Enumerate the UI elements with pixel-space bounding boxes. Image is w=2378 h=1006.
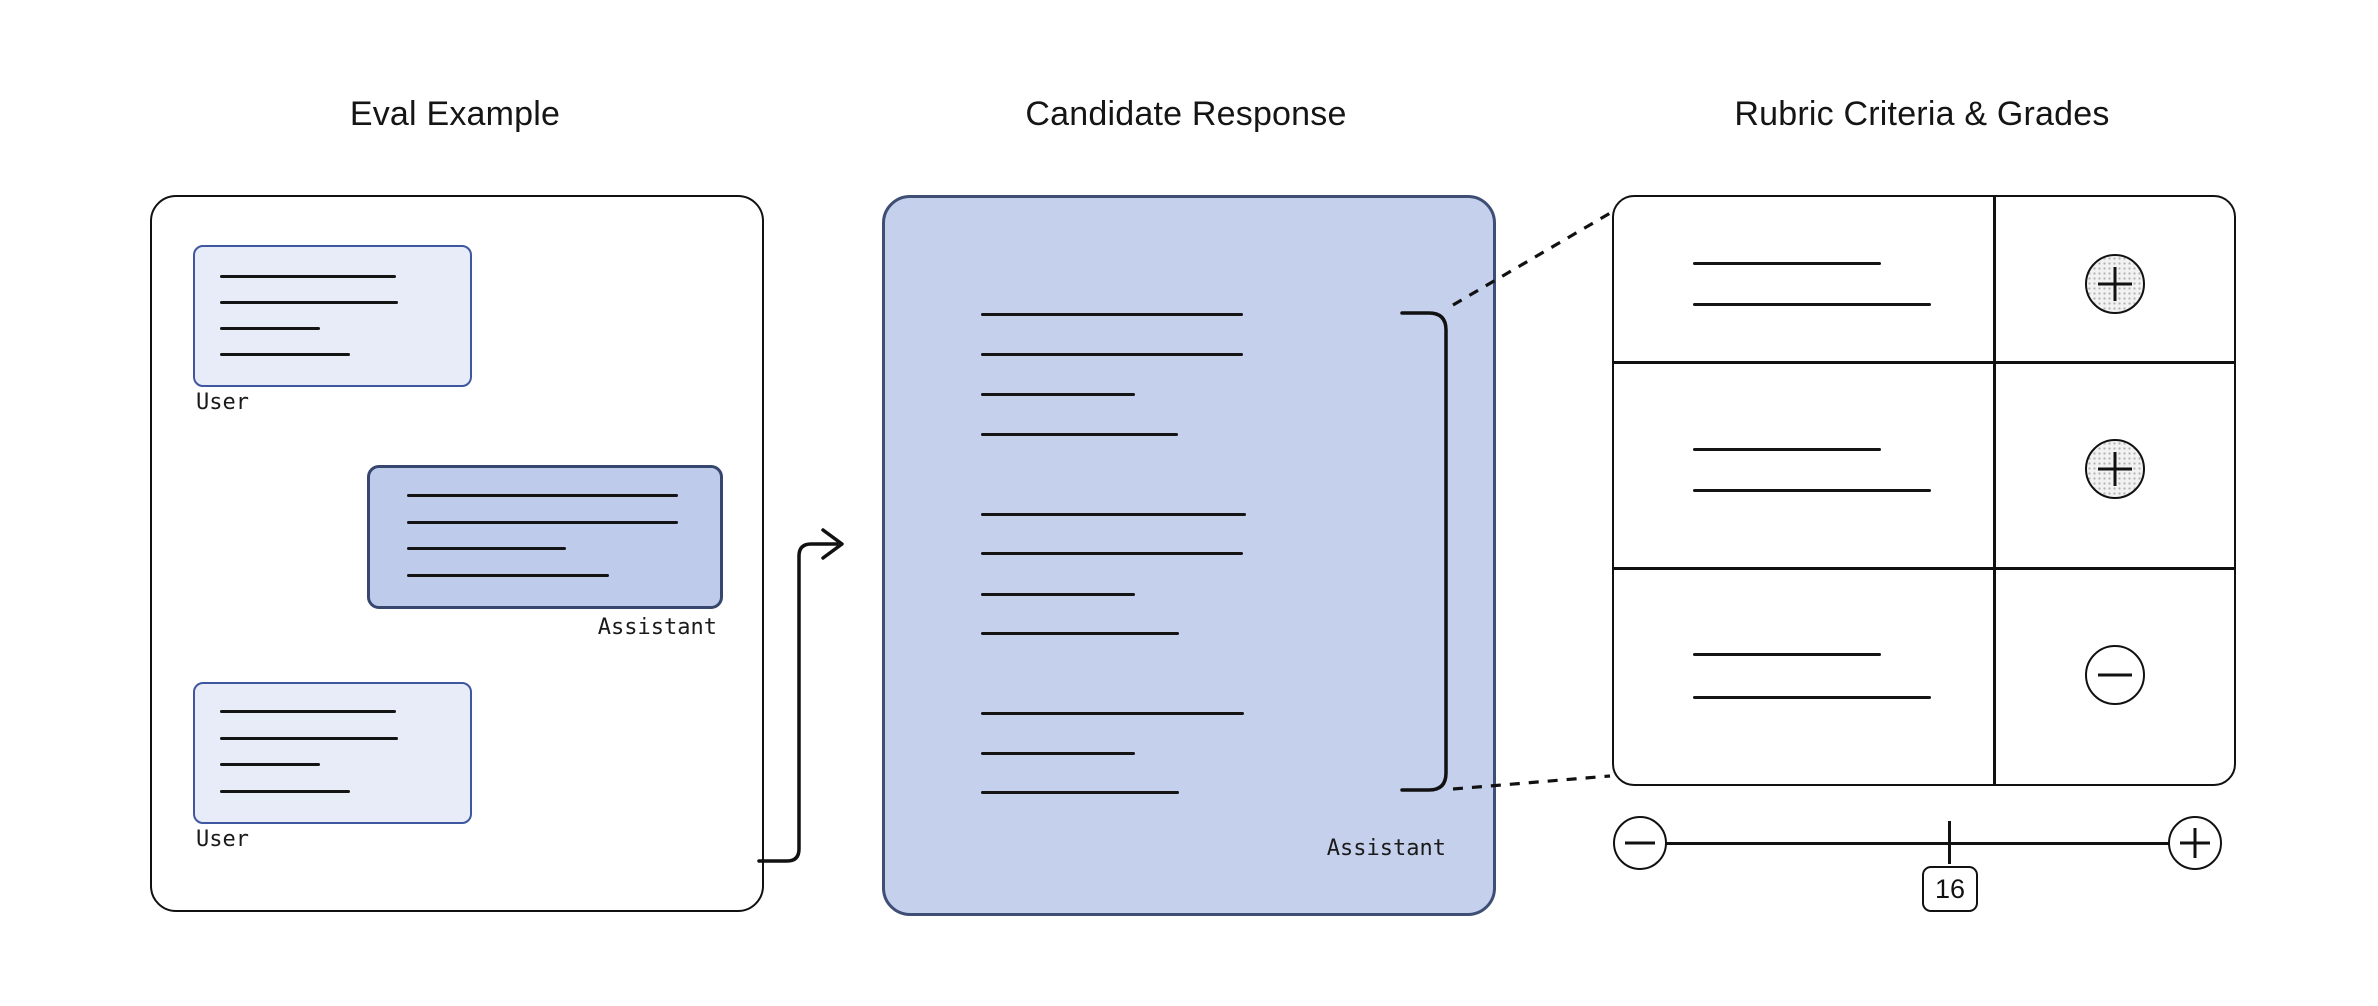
text-line [981, 513, 1246, 516]
text-line [220, 763, 320, 766]
text-line [220, 737, 398, 740]
user-message-bubble [193, 245, 472, 387]
minus-bar [1625, 841, 1655, 845]
user-role-label: User [196, 390, 249, 415]
flow-arrow-icon [757, 528, 844, 863]
assistant-role-label: Assistant [597, 615, 717, 640]
eval-example-title: Eval Example [349, 95, 561, 133]
text-line [407, 574, 609, 577]
text-line [981, 632, 1179, 635]
text-line [220, 710, 396, 713]
rubric-title: Rubric Criteria & Grades [1734, 95, 2110, 133]
text-line [407, 547, 566, 550]
plus-bar [2193, 828, 2197, 858]
text-line [981, 353, 1243, 356]
text-line [220, 353, 350, 356]
slider-decrease-icon[interactable] [1613, 816, 1667, 870]
text-line [220, 275, 396, 278]
slider-increase-icon[interactable] [2168, 816, 2222, 870]
criterion-text-line [1693, 303, 1931, 306]
criterion-text-line [1693, 489, 1931, 492]
text-line [220, 327, 320, 330]
candidate-response-title: Candidate Response [1025, 95, 1347, 133]
text-line [981, 393, 1135, 396]
text-line [981, 552, 1243, 555]
text-line [220, 301, 398, 304]
criterion-text-line [1693, 448, 1881, 451]
text-line [981, 712, 1244, 715]
user-role-label: User [196, 827, 249, 852]
column-divider [1993, 197, 1996, 784]
grade-plus-icon[interactable] [2085, 254, 2145, 314]
criterion-text-line [1693, 696, 1931, 699]
row-divider [1614, 361, 2234, 364]
slider-handle-tick[interactable] [1948, 821, 1951, 864]
candidate-response-panel: Assistant [882, 195, 1496, 916]
plus-bar [2113, 452, 2117, 486]
criterion-text-line [1693, 653, 1881, 656]
grade-plus-icon[interactable] [2085, 439, 2145, 499]
row-divider [1614, 567, 2234, 570]
text-line [407, 494, 678, 497]
user-message-bubble [193, 682, 472, 824]
slider-value: 16 [1934, 873, 1966, 904]
minus-bar [2098, 673, 2132, 677]
slider-track[interactable] [1640, 842, 2195, 845]
text-line [220, 790, 350, 793]
assistant-message-bubble [367, 465, 723, 609]
assistant-role-label: Assistant [1326, 836, 1446, 861]
text-line [407, 521, 678, 524]
text-line [981, 593, 1135, 596]
slider-value-box[interactable]: 16 [1922, 866, 1978, 912]
grade-minus-icon[interactable] [2085, 645, 2145, 705]
plus-bar [2113, 267, 2117, 301]
eval-example-panel: User Assistant User [150, 195, 764, 912]
text-line [981, 791, 1179, 794]
text-line [981, 433, 1178, 436]
criterion-text-line [1693, 262, 1881, 265]
text-line [981, 752, 1135, 755]
rubric-table [1612, 195, 2236, 786]
text-line [981, 313, 1243, 316]
